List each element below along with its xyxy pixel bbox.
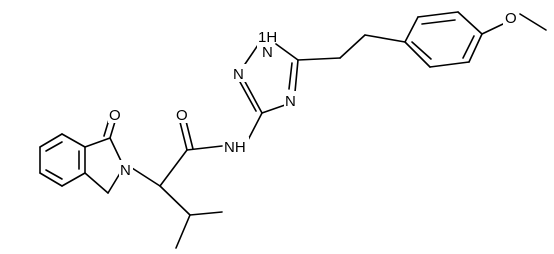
bond: [519, 13, 547, 31]
bond: [131, 167, 161, 187]
bond: [294, 59, 299, 93]
bond: [364, 34, 406, 43]
label-bg: [223, 137, 249, 155]
bond: [39, 133, 63, 148]
atom-nh-amide: NH: [224, 139, 246, 156]
bond: [61, 133, 86, 148]
bond: [339, 34, 366, 59]
valine-backbone: [131, 120, 223, 249]
bond: [261, 104, 286, 114]
benzene-ring-right: [404, 11, 483, 68]
bond: [481, 23, 504, 35]
bond: [242, 77, 263, 114]
bond: [275, 43, 299, 61]
atom-n2-triazole: N: [233, 66, 244, 83]
atom-n-lactam: N: [120, 162, 131, 179]
bond: [189, 211, 223, 216]
double-bond-inner: [45, 141, 63, 152]
label-bg: [232, 64, 246, 82]
label-bg: [257, 28, 275, 62]
double-bond-inner: [239, 81, 257, 112]
bond: [175, 214, 191, 249]
bond: [159, 185, 191, 216]
double-bond-inner: [411, 41, 432, 60]
bond: [297, 57, 341, 61]
lactam-ring: [84, 112, 123, 194]
bond: [417, 11, 459, 18]
triazole-ring: [239, 43, 299, 141]
ethyl-linker: [297, 34, 406, 61]
bond: [242, 44, 259, 68]
amide-carbonyl-bond: [179, 121, 188, 151]
bond: [468, 33, 483, 63]
bond: [247, 112, 263, 141]
bond: [109, 137, 123, 164]
atom-n4-triazole: N: [285, 93, 296, 110]
bond: [39, 172, 63, 187]
bond: [457, 11, 483, 35]
atom-n1-triazole: N: [262, 44, 273, 61]
bond: [84, 172, 109, 194]
atom-h-triazole: 1H: [258, 29, 277, 46]
methoxy-group: [481, 13, 547, 35]
bond: [429, 61, 470, 68]
label-bg: [108, 105, 122, 123]
double-bond-inner: [421, 19, 456, 25]
bond: [84, 137, 111, 148]
bond: [186, 145, 223, 151]
benzene-ring-left: [39, 133, 86, 187]
amide-carbonyl-bond-double: [185, 120, 194, 150]
label-bg: [175, 105, 189, 123]
double-bond-inner: [462, 35, 475, 59]
bond: [404, 41, 431, 68]
atom-o-amide: O: [176, 107, 188, 124]
bond: [404, 16, 419, 43]
label-bg: [503, 8, 519, 26]
bond: [61, 172, 86, 187]
label-bg: [119, 160, 133, 178]
double-bond-inner: [288, 62, 293, 90]
bond: [159, 149, 188, 187]
double-bond-inner: [45, 169, 63, 180]
atom-o-methoxy: O: [505, 10, 517, 27]
label-bg: [284, 91, 298, 109]
atom-o-lactam: O: [109, 107, 121, 124]
